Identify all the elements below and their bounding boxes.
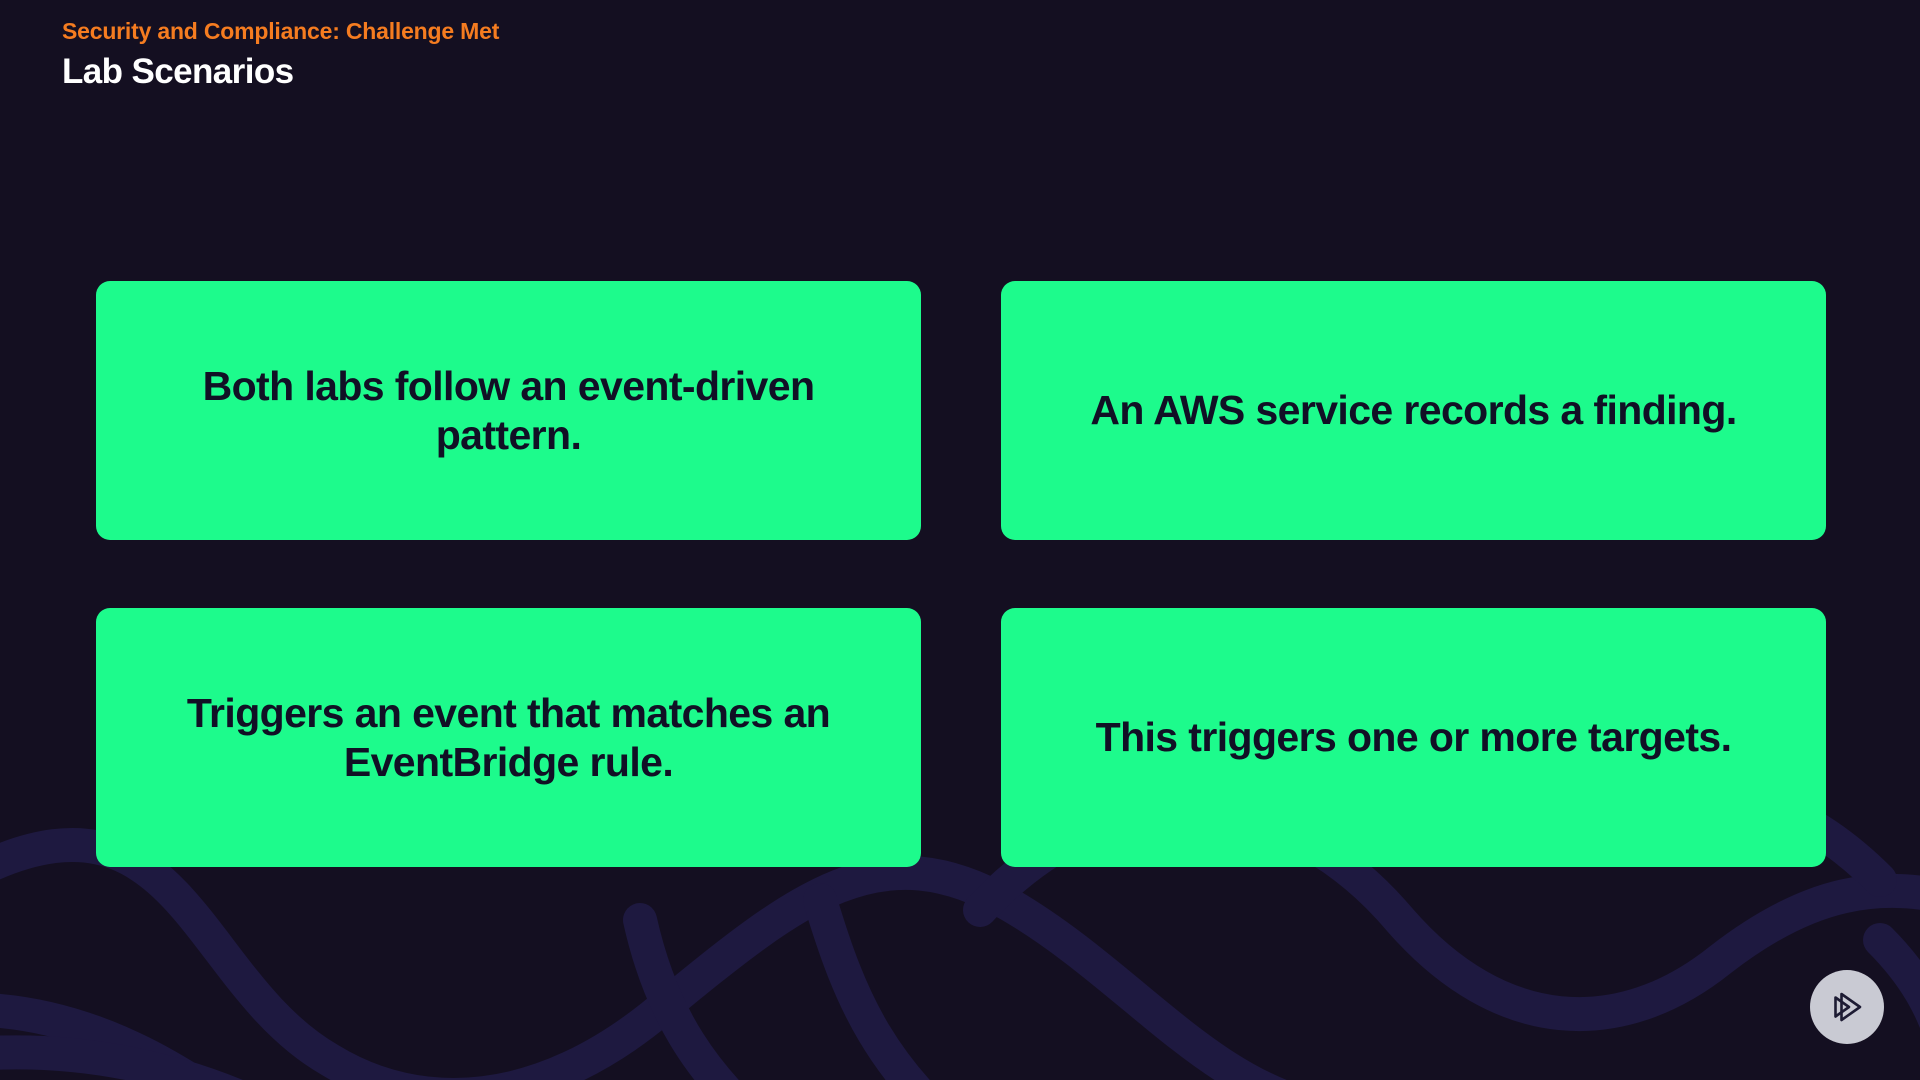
scenario-card-event-driven-pattern: Both labs follow an event-driven pattern…	[96, 281, 921, 540]
scenario-card-text: An AWS service records a finding.	[1090, 387, 1737, 434]
scenario-card-eventbridge-rule-match: Triggers an event that matches an EventB…	[96, 608, 921, 867]
slide-eyebrow: Security and Compliance: Challenge Met	[62, 18, 500, 44]
lab-scenario-card-grid: Both labs follow an event-driven pattern…	[96, 281, 1826, 867]
scenario-card-text: Both labs follow an event-driven pattern…	[202, 363, 815, 458]
play-triangle-logo-icon	[1834, 992, 1862, 1022]
page-title: Lab Scenarios	[62, 51, 294, 91]
scenario-card-aws-service-finding: An AWS service records a finding.	[1001, 281, 1826, 540]
scenario-card-text: This triggers one or more targets.	[1095, 714, 1732, 761]
scenario-card-text: Triggers an event that matches an EventB…	[186, 690, 831, 785]
scenario-card-triggers-targets: This triggers one or more targets.	[1001, 608, 1826, 867]
brand-logo-badge[interactable]	[1810, 970, 1884, 1044]
slide-header: Security and Compliance: Challenge Met L…	[62, 18, 499, 92]
